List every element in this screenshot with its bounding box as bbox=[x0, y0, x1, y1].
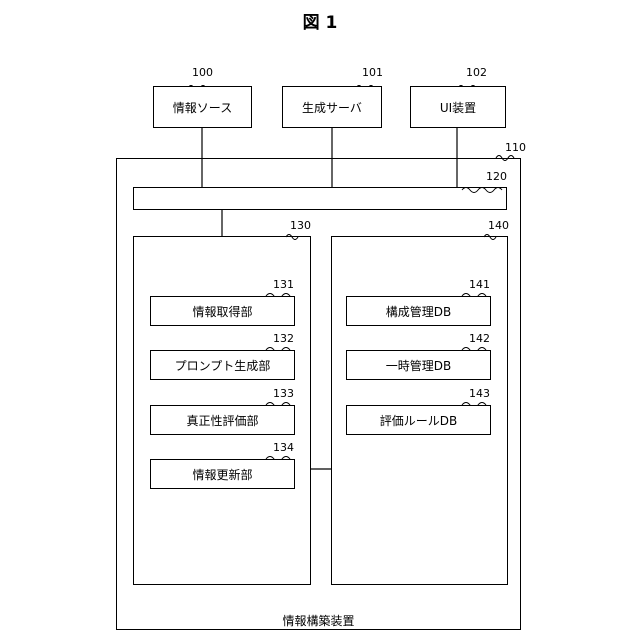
ref-120: 120 bbox=[486, 170, 507, 183]
block-configuration-db: 構成管理DB bbox=[346, 296, 491, 326]
bus-bar bbox=[133, 187, 507, 210]
label-prompt-generation: プロンプト生成部 bbox=[175, 357, 271, 374]
ref-130: 130 bbox=[290, 219, 311, 232]
label-information-update: 情報更新部 bbox=[192, 466, 252, 483]
block-information-update: 情報更新部 bbox=[150, 459, 295, 489]
ref-143: 143 bbox=[469, 387, 490, 400]
ref-141: 141 bbox=[469, 278, 490, 291]
block-authenticity-evaluation: 真正性評価部 bbox=[150, 405, 295, 435]
label-information-source: 情報ソース bbox=[173, 99, 232, 116]
label-generation-server: 生成サーバ bbox=[302, 99, 362, 116]
label-ui-device: UI装置 bbox=[440, 99, 476, 116]
ref-133: 133 bbox=[273, 387, 294, 400]
apparatus-label: 情報構築装置 bbox=[116, 612, 521, 629]
box-ui-device: UI装置 bbox=[410, 86, 506, 128]
label-information-acquisition: 情報取得部 bbox=[192, 303, 252, 320]
label-authenticity-evaluation: 真正性評価部 bbox=[186, 412, 258, 429]
block-evaluation-rule-db: 評価ルールDB bbox=[346, 405, 491, 435]
label-configuration-db: 構成管理DB bbox=[386, 303, 451, 320]
ref-100: 100 bbox=[192, 66, 213, 79]
block-prompt-generation: プロンプト生成部 bbox=[150, 350, 295, 380]
block-information-acquisition: 情報取得部 bbox=[150, 296, 295, 326]
ref-142: 142 bbox=[469, 332, 490, 345]
block-temporary-db: 一時管理DB bbox=[346, 350, 491, 380]
ref-102: 102 bbox=[466, 66, 487, 79]
label-evaluation-rule-db: 評価ルールDB bbox=[380, 412, 457, 429]
label-temporary-db: 一時管理DB bbox=[386, 357, 451, 374]
ref-131: 131 bbox=[273, 278, 294, 291]
ref-134: 134 bbox=[273, 441, 294, 454]
ref-101: 101 bbox=[362, 66, 383, 79]
ref-140: 140 bbox=[488, 219, 509, 232]
box-information-source: 情報ソース bbox=[153, 86, 252, 128]
ref-132: 132 bbox=[273, 332, 294, 345]
box-generation-server: 生成サーバ bbox=[282, 86, 382, 128]
ref-110: 110 bbox=[505, 141, 526, 154]
